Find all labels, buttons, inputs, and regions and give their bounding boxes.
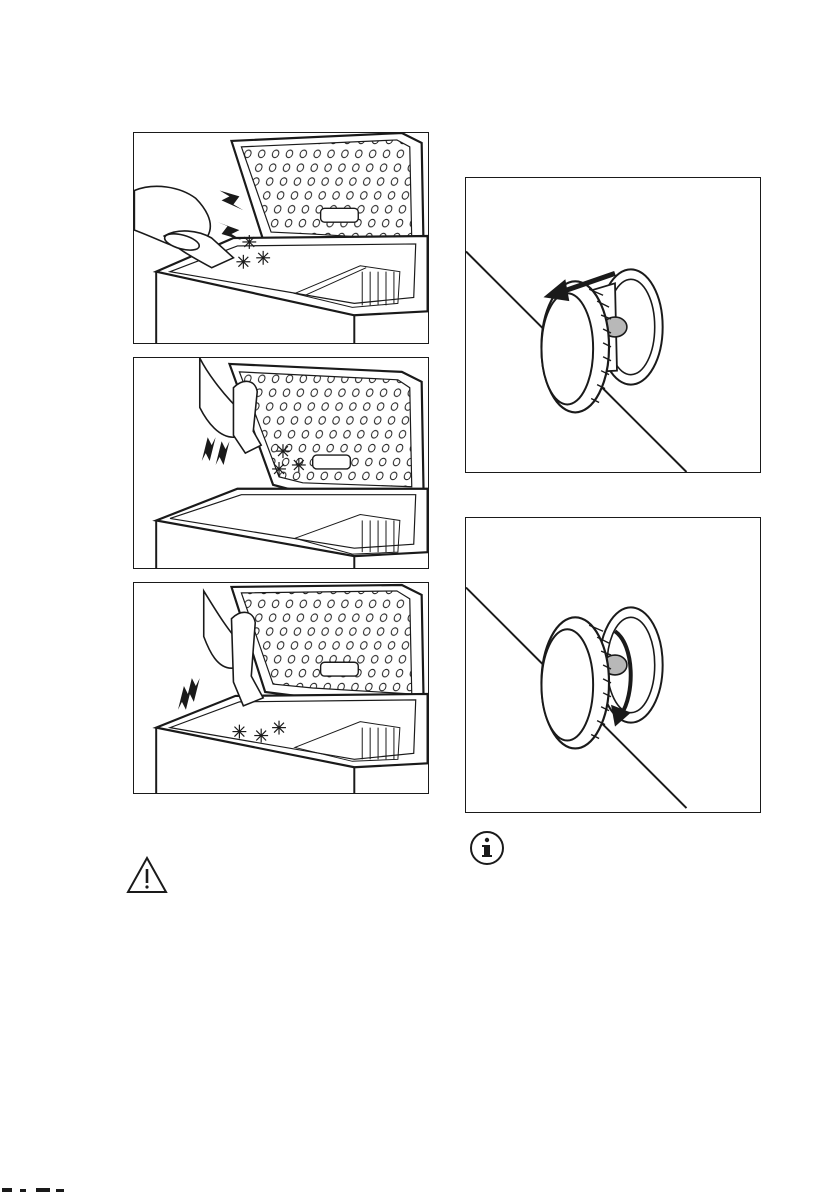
freezer-drawing (134, 583, 428, 793)
freezer-illustration-lid (133, 357, 429, 569)
drain-plug-knob (541, 617, 611, 748)
drain-plug-illustration-turn (465, 517, 761, 813)
arrow-icon (178, 678, 200, 710)
freezer-drawing (134, 133, 428, 343)
drain-plug-knob (541, 281, 611, 412)
freezer-illustration-rim (133, 132, 429, 344)
freezer-drawing (134, 358, 428, 568)
arrow-icon (218, 190, 244, 240)
drain-plug-illustration-pull (465, 177, 761, 473)
info-circle-icon (469, 830, 505, 866)
warning-triangle-icon (126, 856, 168, 894)
drain-plug-drawing (466, 518, 760, 812)
footer-mark (0, 1187, 70, 1192)
freezer-illustration-floor (133, 582, 429, 794)
arrow-icon (202, 437, 230, 465)
drain-plug-drawing (466, 178, 760, 472)
